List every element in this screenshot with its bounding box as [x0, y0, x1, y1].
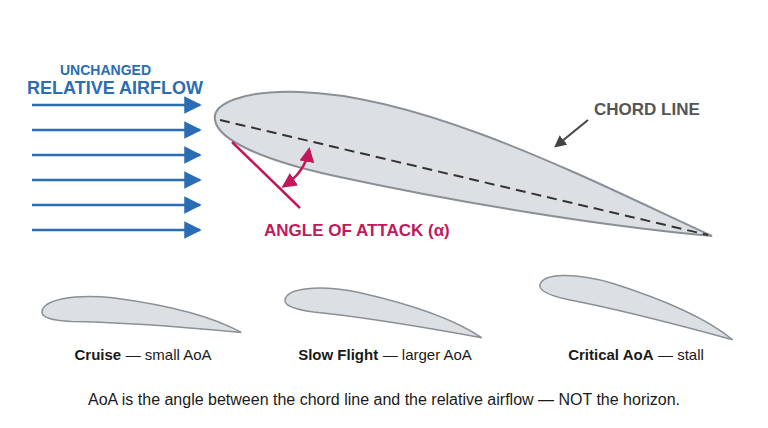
- main-airfoil: [215, 92, 712, 236]
- chord-line-label: CHORD LINE: [594, 100, 700, 120]
- chord-line: [220, 120, 708, 235]
- state-caption: Critical AoA — stall: [568, 346, 704, 363]
- state-name: Critical AoA: [568, 346, 653, 363]
- state-description: — stall: [658, 346, 704, 363]
- state-description: — small AoA: [126, 346, 212, 363]
- chord-leader-line: [556, 120, 588, 146]
- angle-label: ANGLE OF ATTACK (α): [264, 221, 450, 241]
- state-name: Slow Flight: [298, 346, 378, 363]
- airflow-arrows: [32, 105, 200, 230]
- caption: AoA is the angle between the chord line …: [88, 391, 680, 409]
- state-caption: Cruise — small AoA: [74, 346, 211, 363]
- state-caption: Slow Flight — larger AoA: [298, 346, 472, 363]
- small-airfoils: [41, 267, 739, 340]
- airflow-label: UNCHANGED: [60, 62, 151, 78]
- angle-arc: [284, 150, 309, 186]
- airflow-reference-line: [232, 142, 300, 208]
- airflow-label: RELATIVE AIRFLOW: [27, 78, 203, 99]
- state-name: Cruise: [74, 346, 121, 363]
- state-description: — larger AoA: [383, 346, 472, 363]
